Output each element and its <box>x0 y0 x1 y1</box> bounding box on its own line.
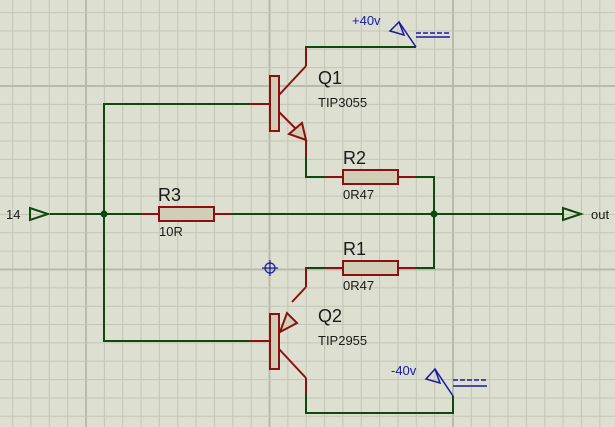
output-terminal-label: out <box>591 207 609 222</box>
power-terminal-pos-label: +40v <box>352 13 381 28</box>
resistor-r3[interactable]: R3 10R <box>158 185 215 239</box>
resistor-r2-value: 0R47 <box>343 187 374 202</box>
input-terminal-label: 14 <box>6 207 20 222</box>
resistor-r1[interactable]: R1 0R47 <box>342 239 399 293</box>
transistor-q2[interactable]: Q2 TIP2955 <box>269 268 367 394</box>
resistor-r2-ref: R2 <box>343 148 366 168</box>
resistor-r3-value: 10R <box>159 224 183 239</box>
input-terminal[interactable]: 14 <box>6 206 52 222</box>
emitter-arrow-icon <box>287 121 308 142</box>
wire-base-q1[interactable] <box>103 103 250 214</box>
power-arrow-icon <box>424 367 442 385</box>
power-arrow-icon <box>388 20 406 37</box>
input-terminal-icon <box>29 206 52 222</box>
emitter-arrow-icon <box>278 311 299 335</box>
component-leads <box>142 103 416 342</box>
origin-marker-icon <box>262 260 278 276</box>
resistor-r2-body <box>342 169 399 185</box>
resistor-r1-body <box>342 260 399 276</box>
resistor-r3-ref: R3 <box>158 185 181 205</box>
resistor-r1-ref: R1 <box>343 239 366 259</box>
transistor-q1-ref: Q1 <box>318 68 342 88</box>
resistor-r2[interactable]: R2 0R47 <box>342 148 399 202</box>
transistor-q2-ref: Q2 <box>318 306 342 326</box>
output-terminal[interactable]: out <box>562 206 609 222</box>
wire-q2-collector[interactable] <box>305 378 454 414</box>
power-terminal-neg[interactable]: -40v <box>391 363 487 397</box>
transistor-q1-base <box>269 75 280 132</box>
transistor-q1[interactable]: Q1 TIP3055 <box>269 48 367 158</box>
transistor-q2-value: TIP2955 <box>318 333 367 348</box>
junction-output <box>430 210 438 218</box>
power-terminal-neg-label: -40v <box>391 363 417 378</box>
transistor-q1-value: TIP3055 <box>318 95 367 110</box>
wire-base-q2[interactable] <box>103 214 250 342</box>
output-terminal-icon <box>562 206 585 222</box>
wire-q1-emitter[interactable] <box>305 158 325 178</box>
resistor-r1-value: 0R47 <box>343 278 374 293</box>
power-terminal-pos[interactable]: +40v <box>352 13 450 48</box>
junction-input <box>100 210 108 218</box>
transistor-q2-base <box>269 313 280 370</box>
wire-r2-to-node[interactable] <box>413 176 435 269</box>
resistor-r3-body <box>158 206 215 222</box>
